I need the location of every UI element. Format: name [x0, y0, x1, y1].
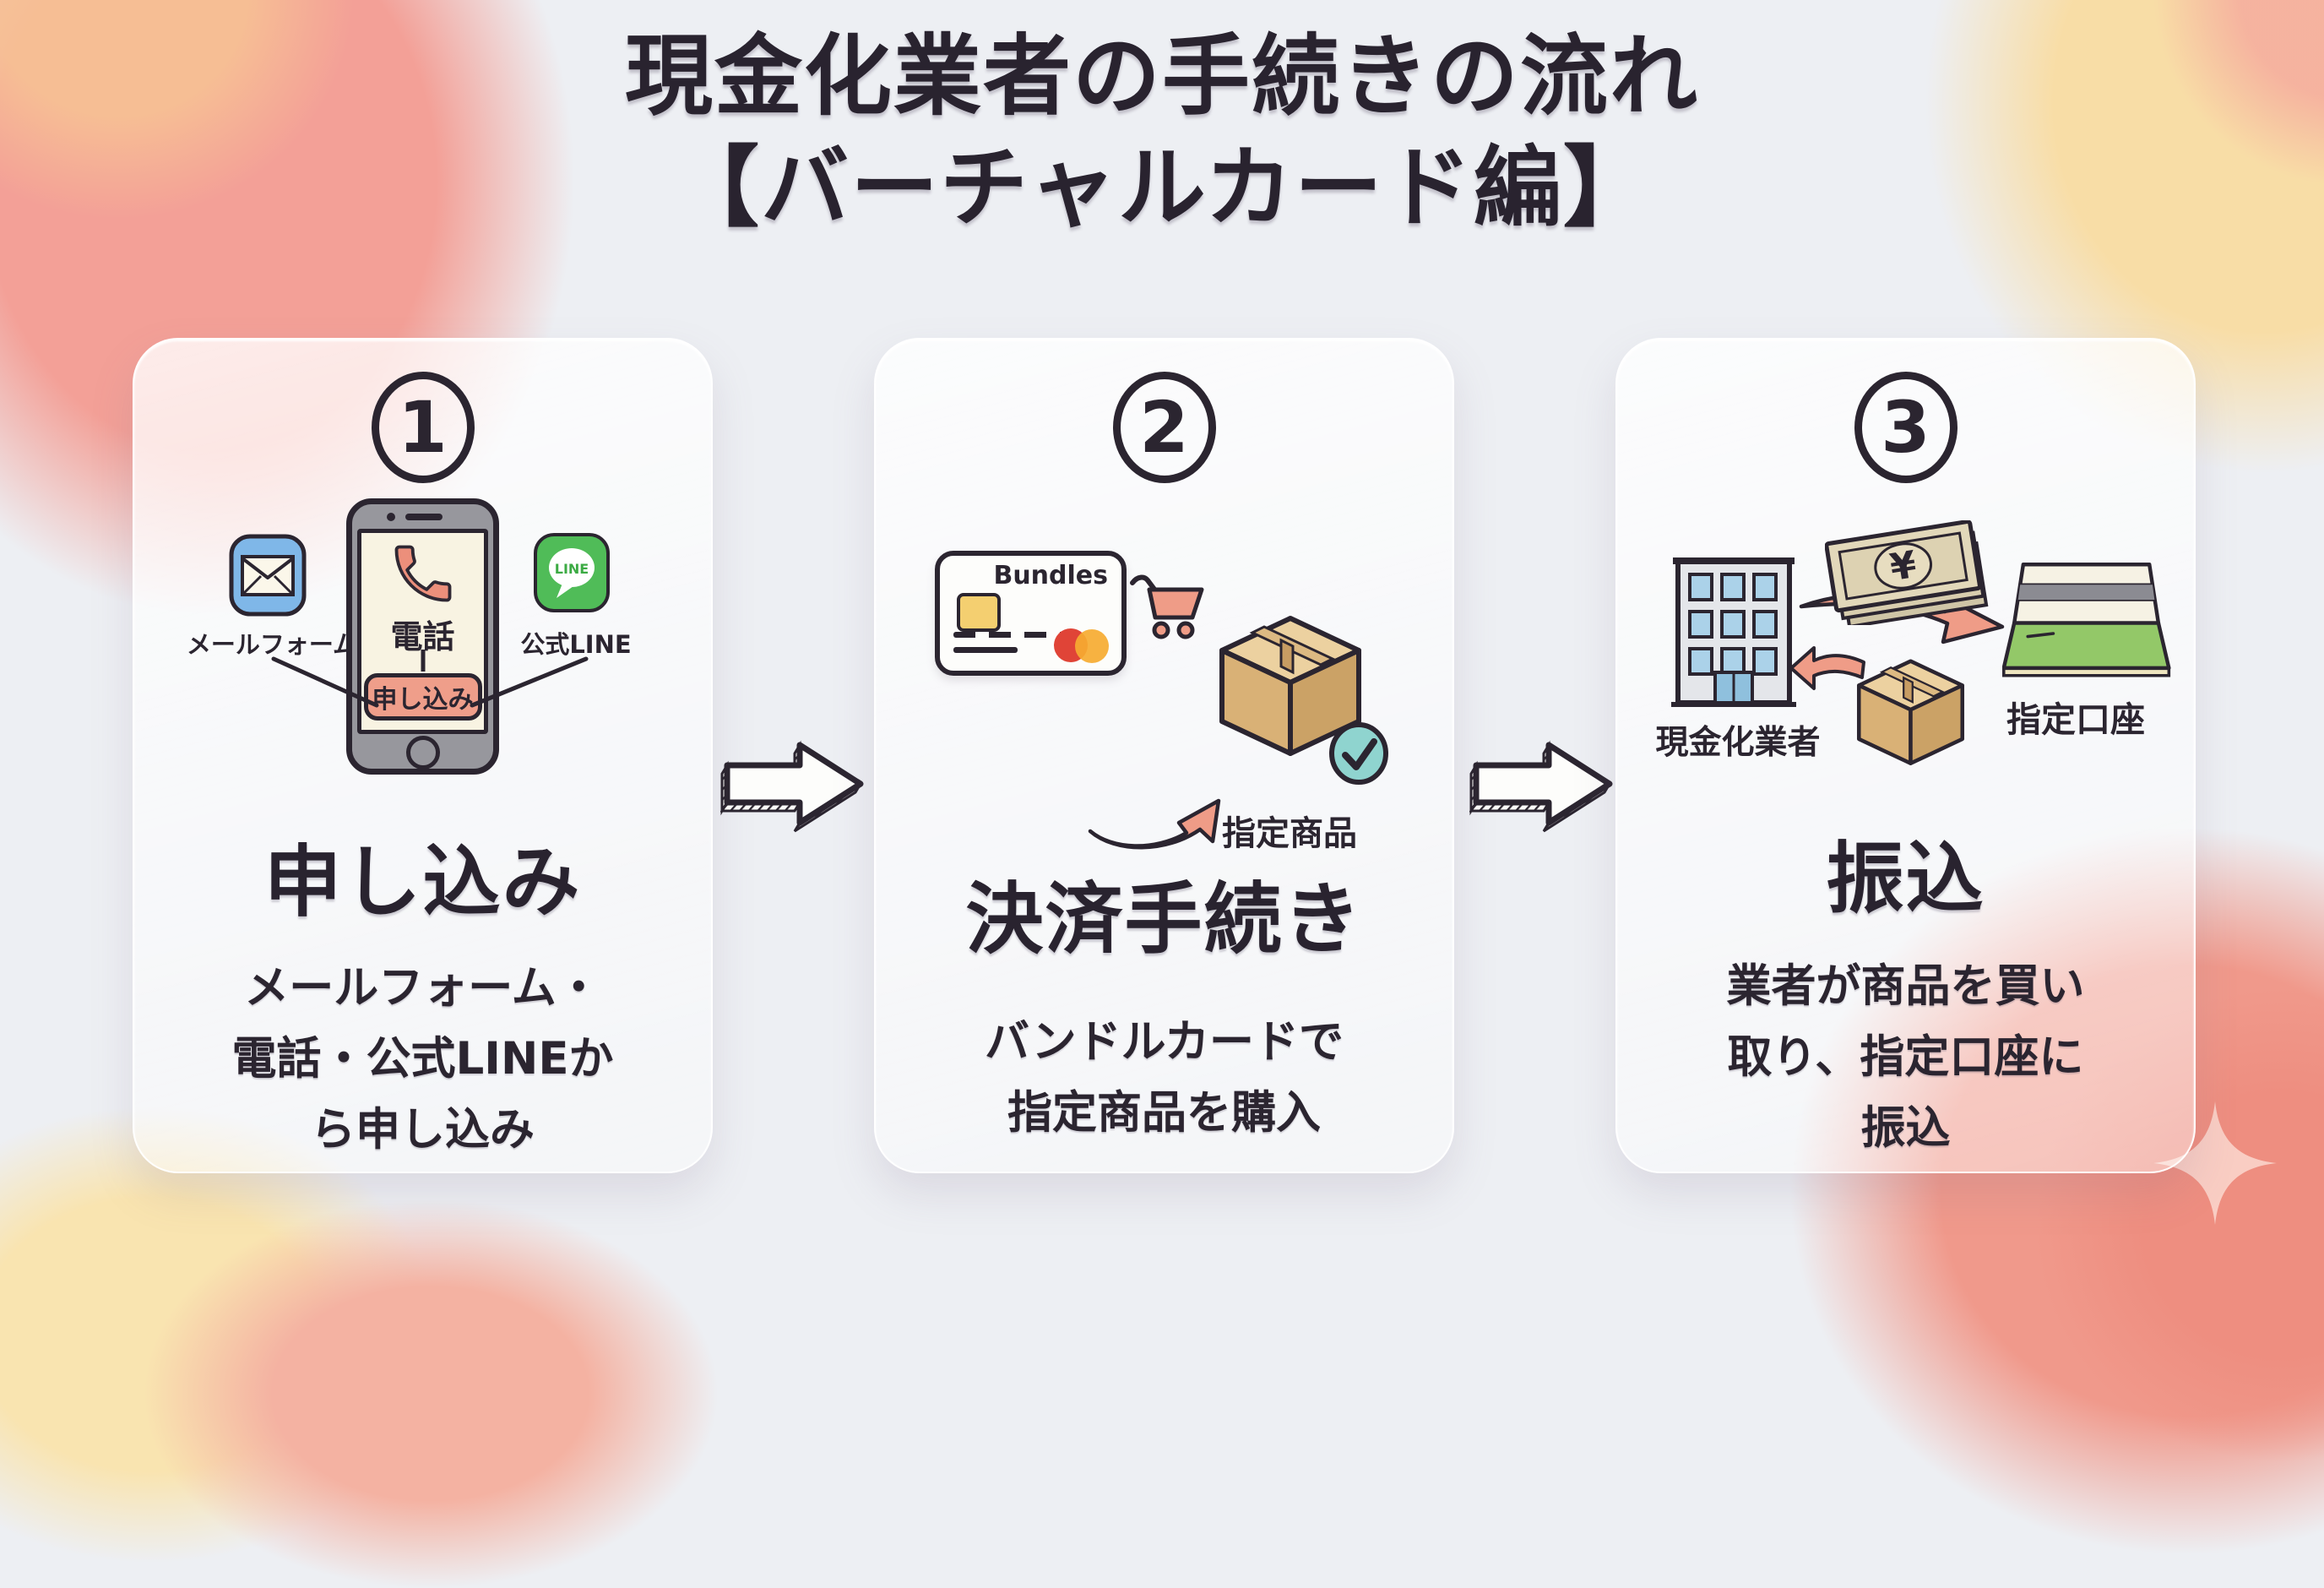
connector-lines — [271, 656, 589, 708]
step-number-badge: 1 — [371, 372, 475, 483]
shopping-cart-icon — [1130, 574, 1204, 639]
flow-arrow-right-icon — [720, 740, 864, 833]
mail-form-icon — [229, 534, 307, 617]
step-description: メールフォーム・ 電話・公式LINEか ら申し込み — [134, 953, 711, 1166]
smartphone-screen: 電話 申し込み — [357, 529, 488, 734]
apply-button[interactable]: 申し込み — [363, 673, 482, 721]
step-number: 3 — [1881, 386, 1930, 469]
card-number-dash — [953, 647, 1018, 653]
smartphone-home-button — [405, 736, 440, 770]
package-box-icon — [1219, 616, 1361, 756]
company-building-icon — [1671, 557, 1796, 707]
card-brand-text: Bundles — [993, 561, 1108, 590]
step-number: 1 — [398, 386, 448, 469]
description-line: ら申し込み — [311, 1104, 535, 1156]
curved-arrow-left-icon — [1789, 646, 1865, 690]
mastercard-logo-icon — [1054, 628, 1110, 664]
page-title-line1: 現金化業者の手続きの流れ — [624, 24, 1699, 128]
bundle-card-illustration: Bundles — [935, 551, 1127, 676]
designated-product-label: 指定商品 — [1222, 814, 1357, 853]
card-number-dashes — [953, 632, 1065, 638]
step-description: 業者が商品を買い 取り、指定口座に 振込 — [1617, 951, 2194, 1164]
step-heading: 振込 — [1826, 834, 1985, 924]
step-number-badge: 2 — [1112, 372, 1216, 483]
step-number: 2 — [1139, 386, 1189, 469]
cash-provider-label: 現金化業者 — [1655, 724, 1821, 762]
step-heading: 申し込み — [263, 837, 582, 927]
description-line: 取り、指定口座に — [1727, 1031, 2084, 1083]
smartphone-speaker-line — [405, 514, 443, 520]
step-card-application: 1 メールフォーム 電話 申し込み LIN — [133, 338, 713, 1173]
curved-arrow-icon — [1088, 798, 1221, 850]
connector-vertical-line — [421, 650, 425, 672]
mail-form-label: メールフォーム — [186, 630, 358, 659]
description-line: 振込 — [1860, 1102, 1951, 1154]
description-line: 指定商品を購入 — [1007, 1087, 1321, 1139]
check-badge-icon — [1329, 722, 1388, 785]
page-title-line2: 【バーチャルカード編】 — [671, 136, 1653, 240]
smartphone-illustration: 電話 申し込み — [346, 498, 499, 775]
description-line: メールフォーム・ — [244, 962, 601, 1014]
bankbook-icon — [2002, 563, 2171, 677]
description-line: バンドルカードで — [984, 1016, 1344, 1068]
mastercard-orange-circle — [1075, 629, 1109, 663]
phone-label: 電話 — [390, 618, 455, 655]
description-line: 電話・公式LINEか — [231, 1033, 614, 1085]
package-box-icon — [1856, 659, 1965, 765]
step-description: バンドルカードで 指定商品を購入 — [876, 1007, 1452, 1149]
step-card-transfer: 3 現金化業者 ¥ 指定口座 — [1615, 338, 2196, 1173]
card-chip — [957, 593, 1001, 632]
yen-banknotes-icon: ¥ — [1825, 520, 1989, 625]
apply-button-label: 申し込み — [372, 685, 474, 715]
sparkle-icon — [2153, 1101, 2277, 1225]
phone-call-icon — [388, 538, 459, 609]
flow-arrow-right-icon — [1469, 740, 1613, 833]
line-app-icon: LINE — [534, 533, 610, 612]
step-heading: 決済手続き — [965, 874, 1363, 965]
page-title: 現金化業者の手続きの流れ 【バーチャルカード編】 — [0, 20, 2324, 243]
description-line: 業者が商品を買い — [1726, 960, 2085, 1012]
official-line-label: 公式LINE — [520, 630, 632, 659]
designated-account-label: 指定口座 — [2006, 699, 2145, 740]
step-number-badge: 3 — [1854, 372, 1957, 483]
line-logo-text: LINE — [555, 561, 589, 577]
step-card-payment: 2 Bundles 指定商品 決済手続き バンドルカードで — [874, 338, 1454, 1173]
smartphone-speaker-dot — [387, 513, 395, 521]
corner-blob-bottom-left-pink — [144, 1199, 718, 1588]
